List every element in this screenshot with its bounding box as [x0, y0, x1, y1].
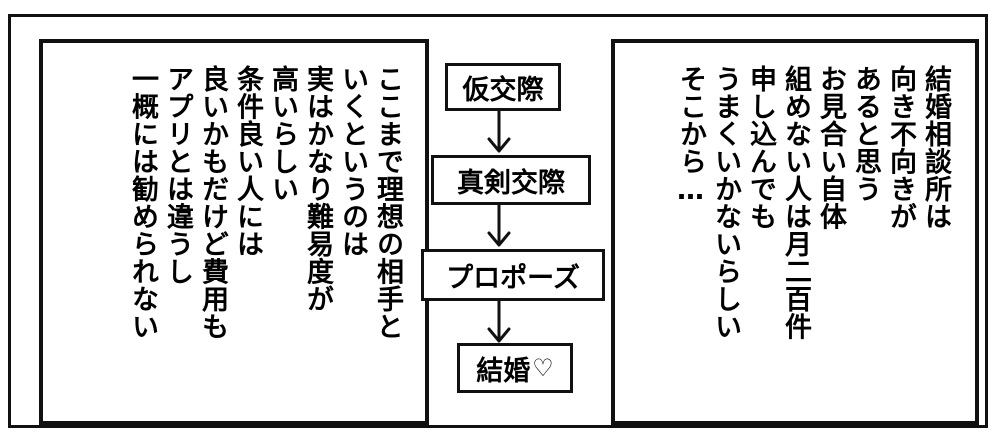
heart-icon: ♡	[532, 354, 554, 382]
arrow-head-2	[487, 231, 511, 247]
flow-step-kari-kousai: 仮交際	[445, 63, 561, 111]
left-text-box: ここまで理想の相手と いくというのは 実はかなり難易度が 高いらしい 条件良い人…	[39, 39, 429, 425]
right-vertical-text: 結婚相談所は 向き不向きが あると思う お見合い自体 組めない人は月二百件 申し…	[675, 65, 951, 340]
comic-panel: ここまで理想の相手と いくというのは 実はかなり難易度が 高いらしい 条件良い人…	[8, 14, 988, 428]
flow-step-propose: プロポーズ	[421, 249, 605, 301]
flow-step-label: プロポーズ	[446, 262, 580, 294]
flow-step-label: 仮交際	[462, 74, 544, 106]
flow-step-label: 真剣交際	[457, 167, 565, 199]
flow-step-label: 結婚	[476, 355, 531, 387]
flow-arrows	[487, 107, 511, 343]
arrow-head-1	[487, 137, 511, 153]
right-text-box: 結婚相談所は 向き不向きが あると思う お見合い自体 組めない人は月二百件 申し…	[611, 39, 979, 425]
flow-step-kekkon: 結婚 ♡	[457, 343, 573, 393]
arrow-head-3	[487, 327, 511, 343]
flow-step-shinken-kousai: 真剣交際	[431, 155, 591, 205]
left-vertical-text: ここまで理想の相手と いくというのは 実はかなり難易度が 高いらしい 条件良い人…	[127, 65, 403, 340]
